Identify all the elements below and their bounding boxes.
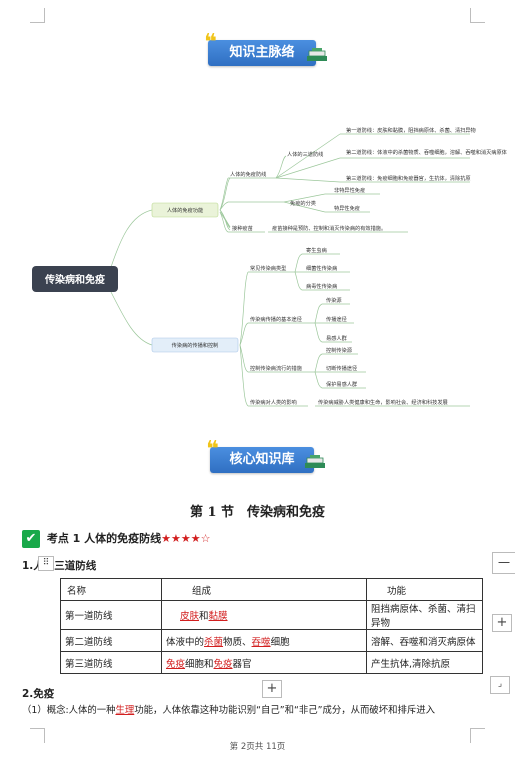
corner-mark-top-left [30,8,45,23]
quote-mark-icon: ❝ [206,437,219,462]
table-cell-composition: 免疫细胞和免疫器官 [161,651,367,674]
mindmap-leaf-type-3: 病毒性传染病 [306,282,337,290]
resize-table-icon[interactable]: ⌟ [490,676,510,694]
mindmap-leaf-vaccine-desc: 疫苗接种是预防、控制和消灭传染病的有效措施。 [272,224,386,232]
mindmap-node-measures: 控制传染病流行的措施 [250,364,302,372]
table-row: 第三道防线 免疫细胞和免疫器官 产生抗体,清除抗原 [60,651,483,674]
mindmap-branch-transmission-label: 传染病的传播和控制 [172,341,219,349]
answer-blank: 吞噬 [251,636,271,648]
answer-blank: 黏膜 [208,611,228,622]
table-cell-composition: 体液中的杀菌物质、吞噬细胞 [161,629,367,652]
mindmap-leaf-type-1: 寄生虫病 [306,246,327,254]
text-fragment: 物质、 [223,636,252,648]
mindmap-node-vaccine: 接种疫苗 [232,224,253,232]
kaodian-label: 考点 1 人体的免疫防线 [46,532,162,545]
mindmap-leaf-route-2: 传播途径 [326,315,347,323]
table-cell-composition: 皮肤和黏膜 [161,600,367,630]
table-cell-function: 溶解、吞噬和消灭病原体 [366,629,483,652]
books-icon [307,48,327,61]
table-cell-name: 第一道防线 [60,600,162,630]
table-cell-function: 阻挡病原体、杀菌、清扫异物 [366,600,483,630]
section-title: 第 1 节 传染病和免疫 [189,505,326,520]
text-fragment: 体液中的 [166,636,205,648]
mindmap-node-classification: 免疫的分类 [290,199,316,207]
rating-stars: ★★★★☆ [161,532,211,545]
answer-blank: 杀菌 [204,636,224,648]
text-fragment: 功能，人体依靠这种功能识别“自己”和“非己”成分，从而破坏和排斥进入 [134,705,435,716]
mindmap-leaf-measure-3: 保护易感人群 [326,380,357,388]
heading-immunity: 2.免疫 [22,688,55,700]
mindmap-leaf-impact-desc: 传染病威胁人类健康和生命，影响社会、经济和科技发展 [318,398,448,406]
mindmap-root-label: 传染病和免疫 [44,273,105,286]
books-icon [305,455,325,468]
table-header-row: 名称 组成 功能 [60,578,483,601]
mindmap-node-defense: 人体的免疫防线 [230,170,266,178]
mindmap-leaf-line3: 第三道防线：免疫细胞和免疫器官，生抗体，清除抗原 [346,174,471,182]
kaodian-heading: ✔ 考点 1 人体的免疫防线★★★★☆ [22,530,210,548]
table-cell-function: 产生抗体,清除抗原 [366,651,483,674]
mindmap-leaf-measure-1: 控制传染源 [326,346,353,354]
table-cell-name: 第二道防线 [60,629,162,652]
mindmap-leaf-route-3: 易感人群 [326,334,347,342]
immunity-definition: （1）概念:人体的一种生理功能，人体依靠这种功能识别“自己”和“非己”成分，从而… [22,702,512,716]
mindmap-branch-transmission [151,337,239,353]
page-footer: 第 2页共 11页 [229,742,286,752]
table-row: 第一道防线 皮肤和黏膜 阻挡病原体、杀菌、清扫异物 [60,600,483,630]
add-row-button[interactable]: + [262,680,282,698]
heading-suffix: 的三道防线 [43,560,97,572]
text-fragment: （1）概念:人体的一种 [22,705,116,716]
mindmap-node-routes: 传染病传播的基本途径 [250,315,302,323]
table-row: 第二道防线 体液中的杀菌物质、吞噬细胞 溶解、吞噬和消灭病原体 [60,629,483,652]
banner-title: 核心知识库 [229,452,295,467]
mindmap-leaf-measure-2: 切断传播途径 [326,364,357,372]
mindmap-leaf-line1: 第一道防线：皮肤和黏膜，阻挡病原体、杀菌、清扫异物 [346,126,476,134]
mindmap-leaf-nonspecific: 非特异性免疫 [334,186,365,194]
table-cell-name: 第三道防线 [60,651,162,674]
mindmap-node-three-lines: 人体的三道防线 [287,150,323,158]
banner-knowledge-map: ❝ 知识主脉络 [204,30,327,66]
quote-mark-icon: ❝ [204,30,217,55]
mindmap-branch-immunity [151,202,219,218]
banner-core-knowledge: ❝ 核心知识库 [206,437,325,473]
mindmap-leaf-specific: 特异性免疫 [334,204,360,212]
corner-mark-bottom-right [470,728,485,743]
mindmap-branch-immunity-label: 人体的免疫功能 [167,206,203,214]
move-handle-icon[interactable]: ⠿ [38,556,54,571]
corner-mark-top-right [470,8,485,23]
mindmap-leaf-type-2: 细菌性传染病 [306,264,337,272]
mindmap-node-types: 常见传染病类型 [250,264,286,272]
table-header-cell: 组成 [161,578,367,601]
text-fragment: 和 [199,611,209,622]
table-header-cell: 名称 [60,578,162,601]
text-fragment: 细胞 [270,636,290,648]
mindmap-root-node [32,266,118,292]
answer-blank: 皮肤 [180,611,200,622]
answer-blank: 生理 [115,705,135,716]
mindmap-leaf-route-1: 传染源 [326,296,342,304]
answer-blank: 免疫 [213,658,233,670]
mindmap: 传染病和免疫 人体的免疫功能 人体的免疫防线 人体的三道防线 第一道防线：皮肤和… [32,126,508,407]
corner-mark-bottom-left [30,728,45,743]
side-tab[interactable]: 一 [492,552,515,574]
table-header-cell: 功能 [366,578,483,601]
heading-three-lines: 1.人的三道防线 [22,558,96,573]
mindmap-leaf-line2: 第二道防线：体液中的杀菌物质、吞噬细胞，溶解、吞噬和消灭病原体 [346,148,508,156]
defense-table: 名称 组成 功能 第一道防线 皮肤和黏膜 阻挡病原体、杀菌、清扫异物 第二道防线… [60,578,483,674]
banner-title: 知识主脉络 [229,45,295,60]
answer-blank: 免疫 [166,658,186,670]
add-column-button[interactable]: + [492,614,512,632]
text-fragment: 器官 [232,658,252,670]
checkmark-icon: ✔ [22,530,40,548]
text-fragment: 细胞和 [185,658,214,670]
mindmap-node-impact: 传染病对人类的影响 [250,398,297,406]
